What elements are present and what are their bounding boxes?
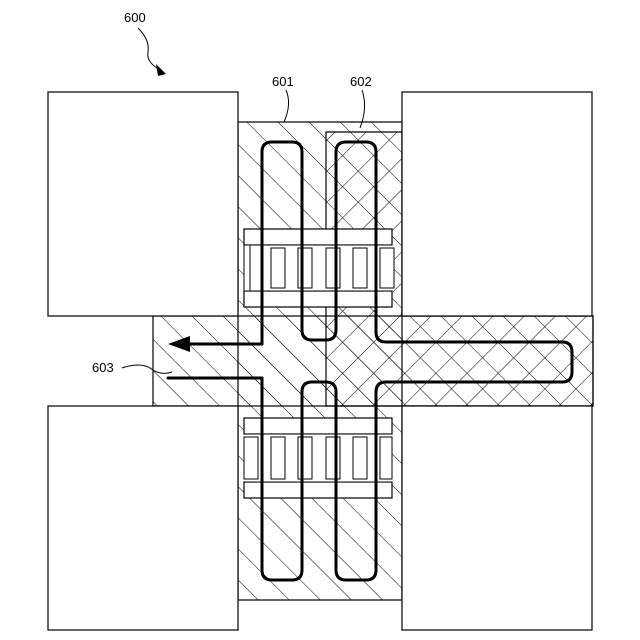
leader-601: [284, 90, 289, 122]
leader-600: [138, 28, 160, 70]
lower-comb: [244, 418, 392, 498]
block-bottom-right: [402, 406, 592, 630]
label-603: 603: [92, 360, 114, 375]
upper-comb: [244, 229, 394, 307]
block-top-right: [402, 92, 592, 316]
label-601: 601: [272, 74, 294, 89]
block-bottom-left: [48, 406, 238, 630]
label-602: 602: [350, 74, 372, 89]
label-600: 600: [124, 10, 146, 25]
block-top-left: [48, 92, 238, 316]
arrow-600-head: [156, 64, 166, 76]
